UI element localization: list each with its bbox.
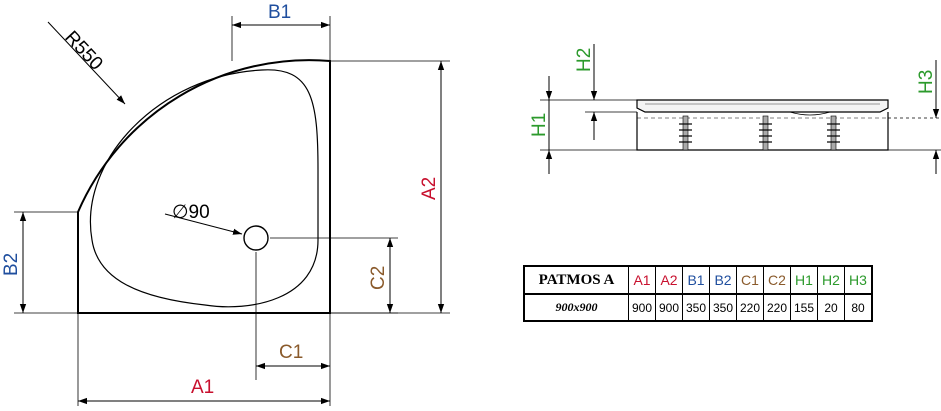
table-col-header-b1: B1 [682, 265, 710, 295]
dim-a1-label: A1 [191, 377, 214, 398]
table-cell-b2: 350 [709, 293, 737, 322]
table-cell-c1: 220 [736, 293, 764, 322]
table-col-header-h3: H3 [844, 265, 873, 295]
dim-c1-label: C1 [279, 342, 303, 363]
adjustable-leg [827, 115, 840, 151]
tray-side-rim [636, 99, 889, 113]
radius-label: R550 [60, 27, 106, 75]
table-cell-b1: 350 [682, 293, 710, 322]
drain-circle [243, 225, 269, 251]
tray-side-skirt [636, 112, 889, 151]
table-col-header-a1: A1 [628, 265, 656, 295]
plan-view: ∅90 R550 B1 A2 B2 C2 C1 A1 [1, 2, 450, 406]
dim-a2-label: A2 [419, 177, 440, 200]
table-model-name: PATMOS A [523, 265, 629, 295]
table-cell-h2: 20 [817, 293, 845, 322]
tray-basin [89, 69, 319, 308]
table-cell-a2: 900 [655, 293, 683, 322]
drain-leader [164, 213, 243, 235]
table-col-header-b2: B2 [709, 265, 737, 295]
adjustable-leg [759, 115, 772, 151]
table-col-header-h1: H1 [790, 265, 818, 295]
table-col-header-a2: A2 [655, 265, 683, 295]
adjustable-leg [679, 115, 692, 151]
table-cell-h3: 80 [844, 293, 873, 322]
tray-outline [77, 59, 331, 314]
table-cell-c2: 220 [763, 293, 791, 322]
dim-h3-label: H3 [916, 70, 937, 94]
dim-h2-label: H2 [574, 48, 595, 72]
table-cell-a1: 900 [628, 293, 656, 322]
drain-diameter-label: ∅90 [172, 202, 210, 223]
dim-b2-label: B2 [1, 253, 22, 276]
table-col-header-c1: C1 [736, 265, 764, 295]
side-view: H1 H2 H3 [529, 44, 941, 174]
dim-h1-label: H1 [529, 113, 550, 137]
dim-b1-label: B1 [268, 2, 291, 23]
table-size-cell: 900x900 [523, 293, 629, 322]
dim-c2-label: C2 [368, 266, 389, 290]
table-col-header-h2: H2 [817, 265, 845, 295]
table-col-header-c2: C2 [763, 265, 791, 295]
table-cell-h1: 155 [790, 293, 818, 322]
radius-leader [47, 21, 126, 105]
